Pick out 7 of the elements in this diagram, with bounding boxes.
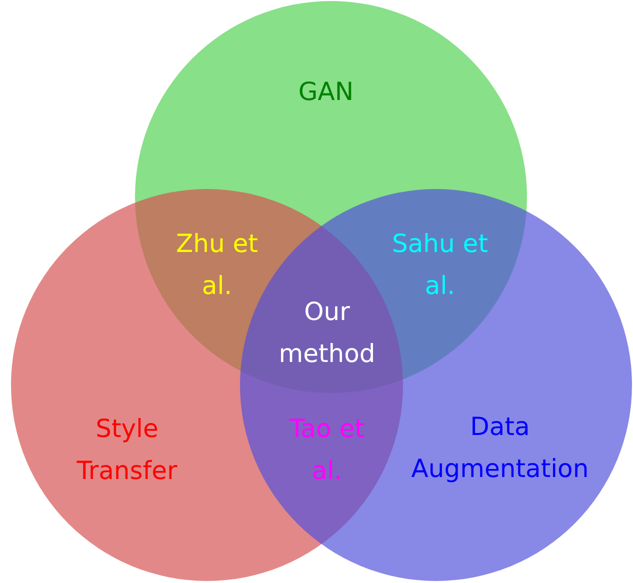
intersection-label: Our method <box>278 296 376 370</box>
set-label: Data Augmentation <box>410 411 590 485</box>
intersection-label: Sahu et al. <box>390 228 489 302</box>
intersection-label: Tao et al. <box>288 413 366 487</box>
set-label: Style Transfer <box>76 413 178 487</box>
set-label: GAN <box>297 76 355 108</box>
intersection-label: Zhu et al. <box>175 228 259 302</box>
